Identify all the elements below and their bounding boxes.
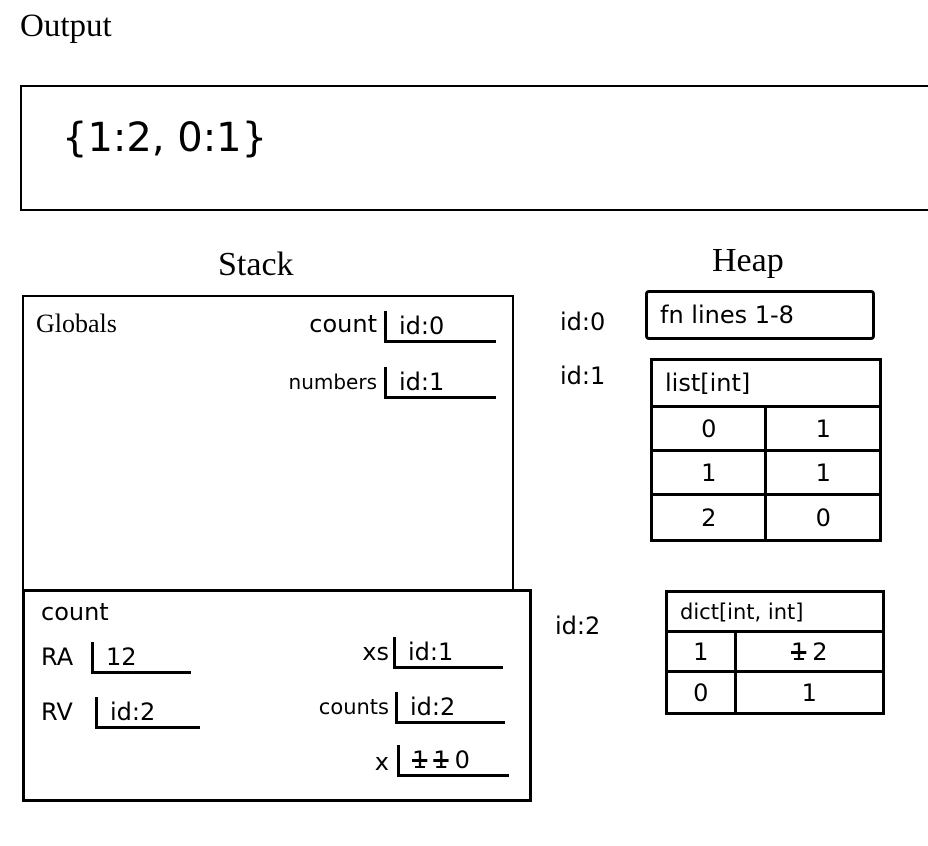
heap-id-0: id:0 — [560, 308, 606, 336]
list-value: 0 — [764, 493, 882, 542]
function-object: fn lines 1-8 — [645, 290, 875, 340]
xs-value: id:1 — [393, 637, 503, 669]
list-value: 1 — [764, 405, 882, 452]
count-frame: count RA 12 RV id:2 xs id:1 counts id:2 … — [22, 589, 532, 802]
var-value-count: id:0 — [384, 311, 496, 343]
ra-label: RA — [41, 643, 74, 671]
dict-key: 0 — [665, 670, 737, 715]
dict-value: 1 — [733, 670, 886, 715]
frame-label: count — [41, 598, 109, 626]
var-name-count: count — [309, 310, 377, 338]
dict-key: 1 — [665, 630, 737, 673]
dict-crossed-value: 1 — [791, 637, 807, 666]
list-value: 1 — [764, 449, 882, 496]
var-name-numbers: numbers — [288, 370, 377, 394]
x-crossed-value: 1 — [412, 746, 428, 774]
output-title: Output — [20, 8, 112, 44]
list-index: 0 — [649, 405, 768, 452]
globals-frame: Globals count id:0 numbers id:1 — [22, 295, 514, 592]
globals-label: Globals — [36, 309, 117, 338]
rv-value: id:2 — [95, 697, 200, 729]
counts-label: counts — [318, 695, 389, 719]
counts-value: id:2 — [395, 692, 505, 724]
output-text: {1:2, 0:1} — [62, 115, 268, 161]
x-crossed-value: 1 — [433, 746, 449, 774]
list-index: 2 — [649, 493, 768, 542]
heap-id-2: id:2 — [555, 612, 601, 640]
x-current-value: 0 — [454, 746, 470, 774]
var-value-numbers: id:1 — [384, 367, 496, 399]
x-label: x — [374, 748, 389, 776]
heap-title: Heap — [712, 242, 784, 279]
heap-id-1: id:1 — [560, 362, 606, 390]
stack-title: Stack — [218, 246, 294, 283]
output-box: {1:2, 0:1} — [20, 85, 928, 211]
rv-label: RV — [41, 698, 73, 726]
xs-label: xs — [362, 638, 389, 666]
list-header: list[int] — [650, 358, 882, 408]
list-index: 1 — [649, 449, 768, 496]
dict-current-value: 2 — [812, 637, 828, 666]
ra-value: 12 — [91, 642, 191, 674]
dict-header: dict[int, int] — [665, 590, 885, 633]
